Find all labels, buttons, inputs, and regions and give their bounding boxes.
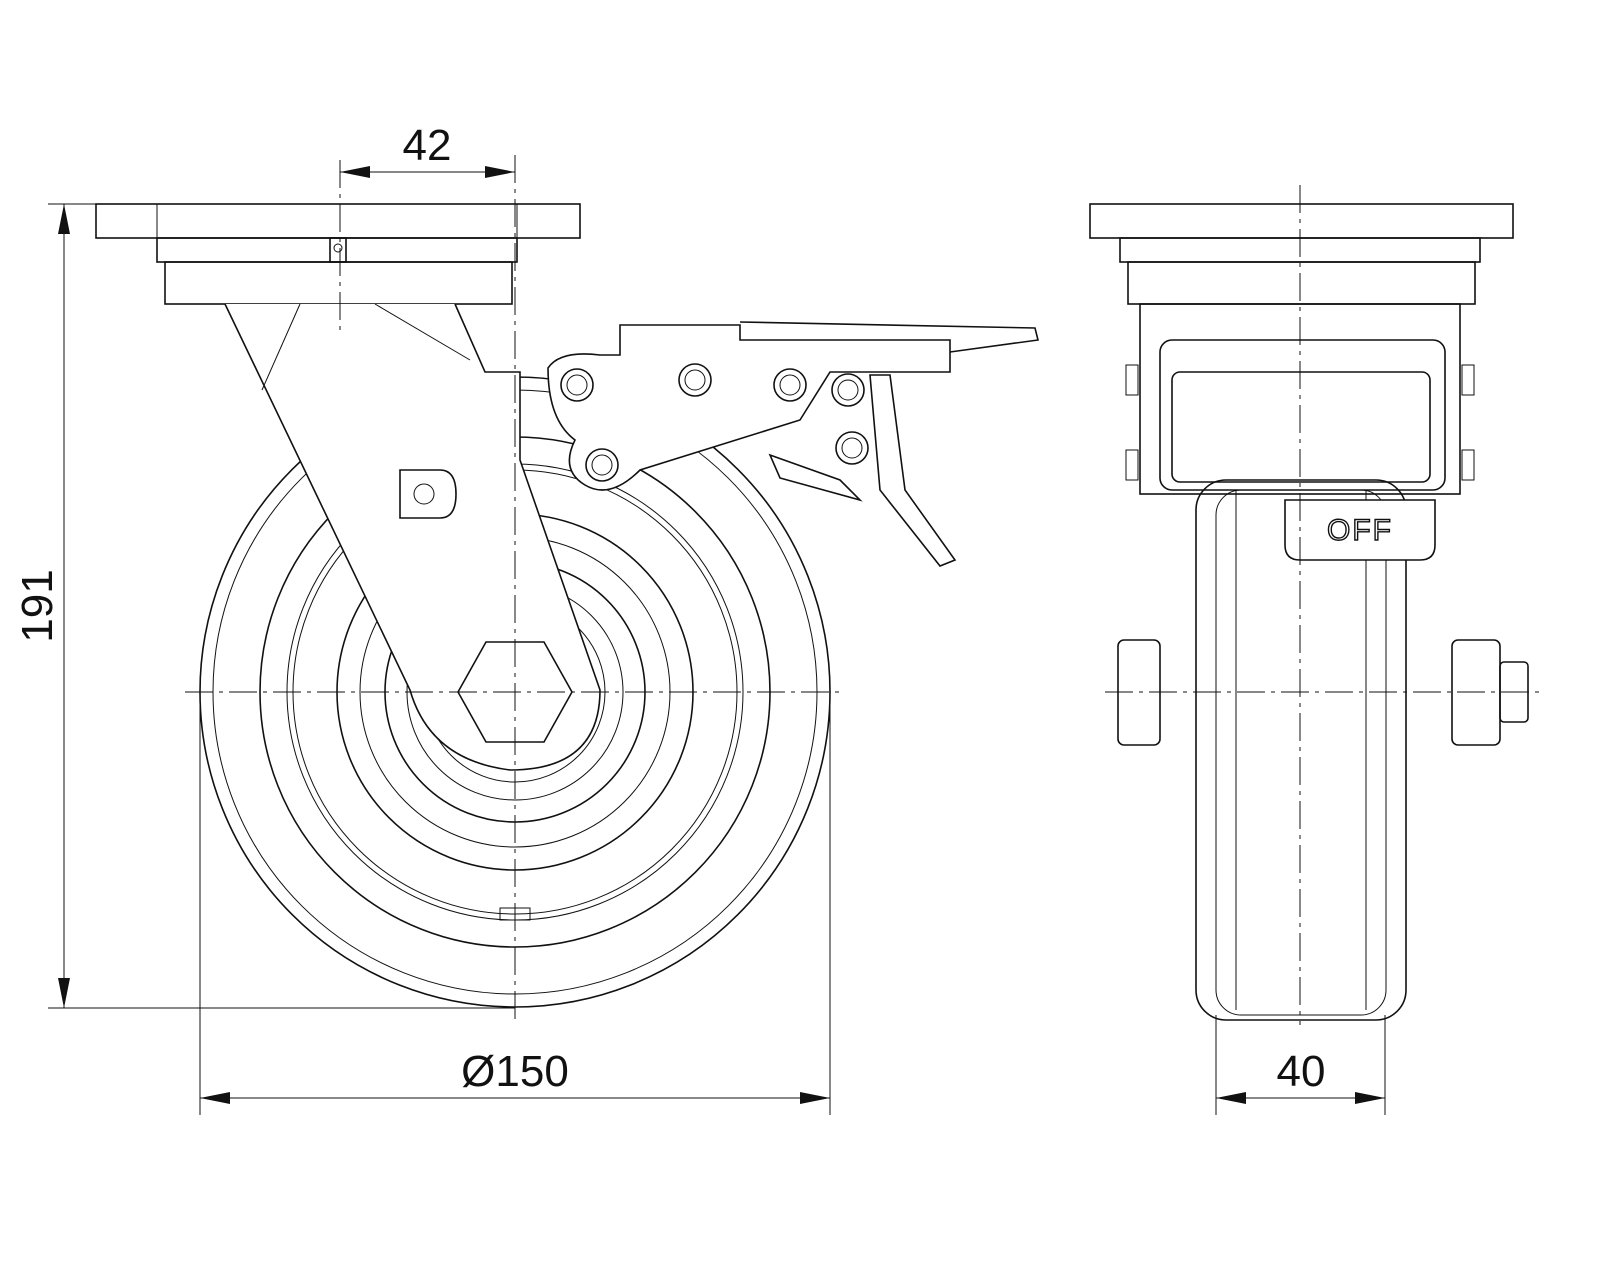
- dimension-width: 40: [1215, 1015, 1386, 1115]
- front-view: OFF: [1089, 185, 1540, 1025]
- brake-label: OFF: [1327, 514, 1393, 547]
- side-view: [95, 155, 1039, 1025]
- brake-assembly: [547, 321, 1039, 567]
- top-plate: [95, 203, 581, 305]
- width-dimension-label: 40: [1277, 1047, 1326, 1096]
- diameter-dimension-label: Ø150: [461, 1047, 569, 1096]
- dimension-offset: 42: [340, 121, 515, 178]
- height-dimension-label: 191: [13, 569, 62, 642]
- dimension-diameter: Ø150: [199, 692, 831, 1115]
- offset-dimension-label: 42: [403, 121, 452, 170]
- center-lines: [185, 155, 845, 1025]
- brake-status-badge: OFF: [1284, 499, 1436, 561]
- dimension-height: 191: [13, 203, 515, 1009]
- logo-d-icon: [399, 469, 457, 519]
